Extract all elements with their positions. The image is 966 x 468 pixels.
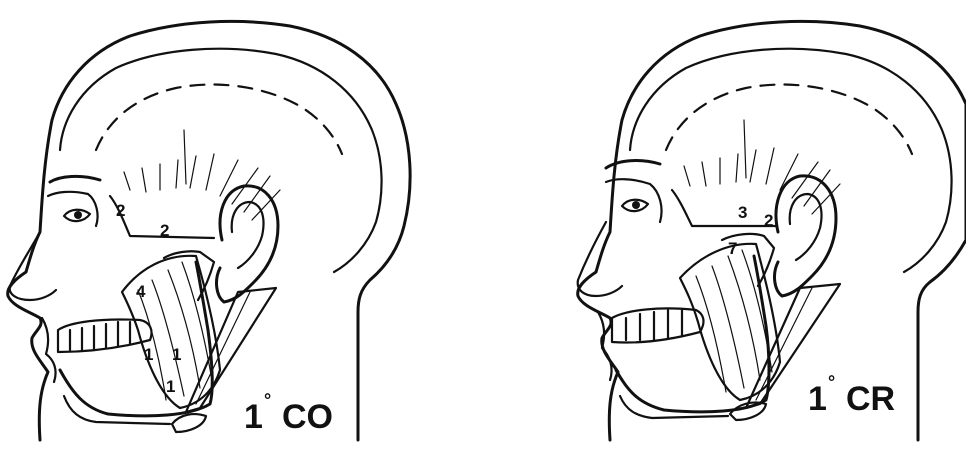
right-number-2: 2 — [764, 211, 773, 230]
right-caption-degree: ° — [828, 372, 835, 392]
left-caption-degree: ° — [264, 390, 271, 410]
left-number-4: 1 — [144, 345, 153, 364]
left-brow — [50, 176, 100, 182]
left-number-6: 1 — [166, 377, 175, 396]
left-number-3: 4 — [136, 282, 146, 301]
left-number-5: 1 — [172, 345, 181, 364]
right-head-figure: 3 2 7 1 ° CR — [578, 21, 966, 440]
right-eye-pupil — [632, 201, 640, 209]
left-temporal-line — [96, 85, 342, 154]
right-neck-fiber — [756, 288, 812, 400]
right-caption-label: CR — [846, 380, 895, 418]
left-head-figure: 2 2 4 1 1 1 1 ° CO — [8, 21, 410, 440]
right-lips — [598, 312, 612, 380]
left-caption-prefix: 1 — [244, 398, 263, 436]
right-throat — [620, 396, 728, 418]
left-temporalis-lines — [124, 130, 280, 220]
right-caption-prefix: 1 — [808, 380, 827, 418]
left-nose — [10, 232, 56, 300]
right-masseter-fibers — [696, 250, 772, 392]
right-caption: 1 ° CR — [808, 372, 895, 418]
left-teeth — [58, 319, 152, 352]
left-number-1: 2 — [116, 201, 125, 220]
right-number-3: 7 — [728, 239, 737, 258]
right-teeth — [612, 308, 703, 342]
left-hyoid — [172, 414, 206, 432]
left-number-2: 2 — [160, 221, 169, 240]
left-ear-inner — [232, 202, 264, 268]
right-temporal-line — [666, 85, 912, 154]
right-number-1: 3 — [738, 203, 747, 222]
left-neck-muscle — [186, 288, 276, 412]
left-eye-pupil — [74, 211, 82, 219]
right-skull-outline — [630, 49, 952, 272]
left-caption-label: CO — [282, 398, 333, 436]
left-caption: 1 ° CO — [244, 390, 333, 436]
right-zygomatic-arch — [672, 190, 776, 226]
